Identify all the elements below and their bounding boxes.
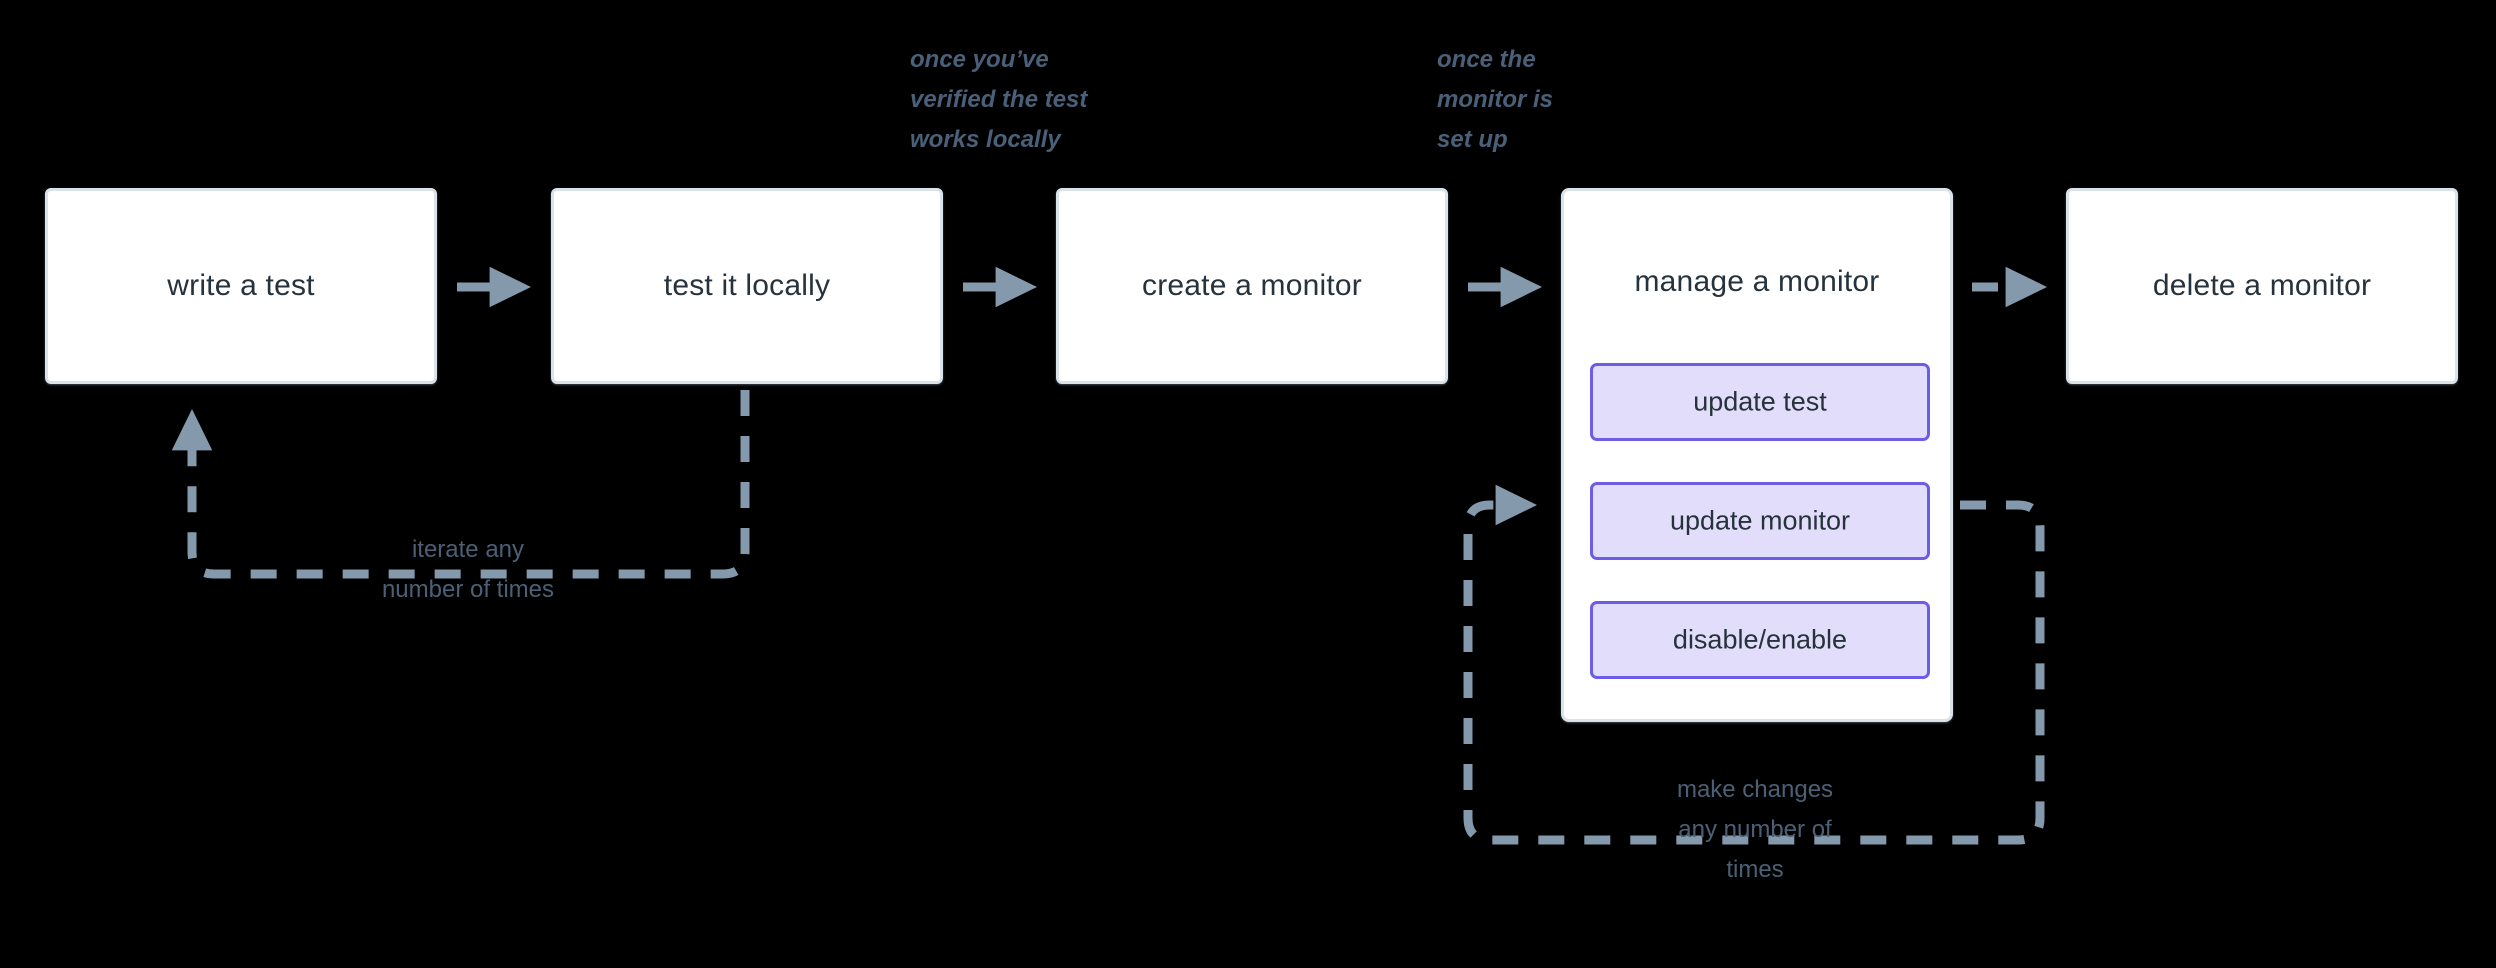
- subnode-label-update-test: update test: [1693, 386, 1827, 417]
- node-label-write-a-test: write a test: [167, 269, 315, 302]
- subnode-update-monitor[interactable]: update monitor: [1590, 482, 1930, 560]
- annotation-make-changes-any-number-of-times: make changes any number of times: [1676, 776, 1834, 883]
- annotation-once-monitor-set-up: once the monitor is set up: [1437, 46, 1554, 153]
- node-label-test-it-locally: test it locally: [663, 269, 831, 302]
- node-create-a-monitor[interactable]: create a monitor: [1056, 188, 1448, 384]
- node-delete-a-monitor[interactable]: delete a monitor: [2066, 188, 2458, 384]
- node-label-delete-a-monitor: delete a monitor: [2152, 269, 2372, 302]
- annotation-once-verified-locally: once you’ve verified the test works loca…: [910, 46, 1088, 153]
- subnode-label-update-monitor: update monitor: [1669, 505, 1851, 536]
- node-test-it-locally[interactable]: test it locally: [551, 188, 943, 384]
- node-label-create-a-monitor: create a monitor: [1142, 269, 1362, 302]
- annotation-iterate-any-number-of-times: iterate any number of times: [381, 536, 555, 603]
- subnode-label-disable-enable: disable/enable: [1672, 624, 1848, 655]
- subnode-update-test[interactable]: update test: [1590, 363, 1930, 441]
- node-write-a-test[interactable]: write a test: [45, 188, 437, 384]
- subnode-disable-enable[interactable]: disable/enable: [1590, 601, 1930, 679]
- node-label-manage-a-monitor: manage a monitor: [1634, 265, 1880, 298]
- node-manage-a-monitor[interactable]: manage a monitor update test update moni…: [1561, 188, 1953, 722]
